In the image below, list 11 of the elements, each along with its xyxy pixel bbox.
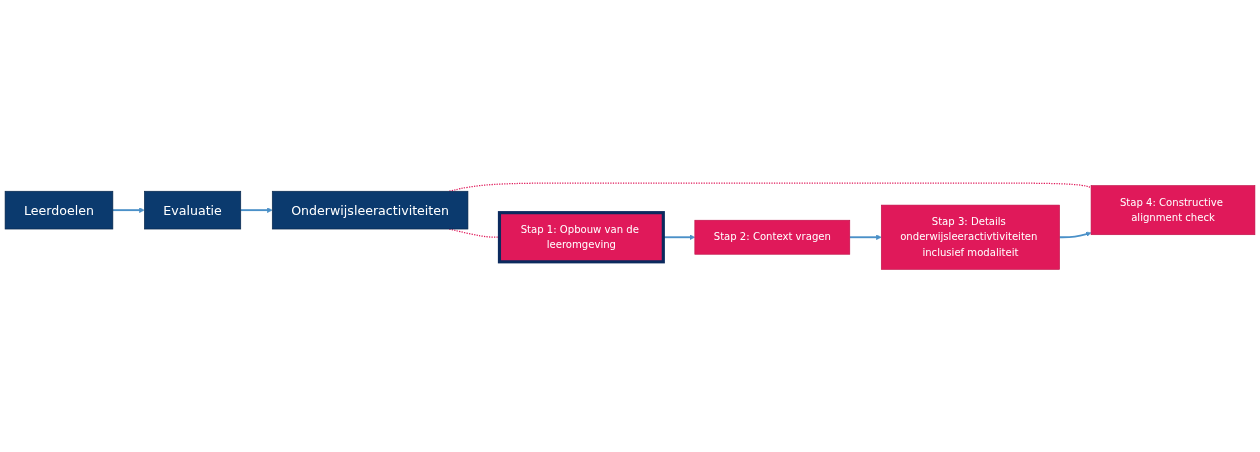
arrow [111,207,145,213]
node-box: Stap 2: Context vragen [694,219,851,255]
arrow [848,234,882,240]
arrow [1058,231,1092,238]
node-box: Stap 3: Details onderwijsleeractivtiviteiten inclusief modaliteit [881,204,1060,270]
arrow [239,207,273,213]
node-box: Evaluatie [144,190,242,230]
node-box: Stap 1: Opbouw van de leeromgeving [497,210,665,264]
node-box: Leerdoelen [4,190,114,230]
node-box: Onderwijsleeractiviteiten [271,190,469,230]
node-box: Stap 4: Constructive alignment check [1090,185,1256,235]
